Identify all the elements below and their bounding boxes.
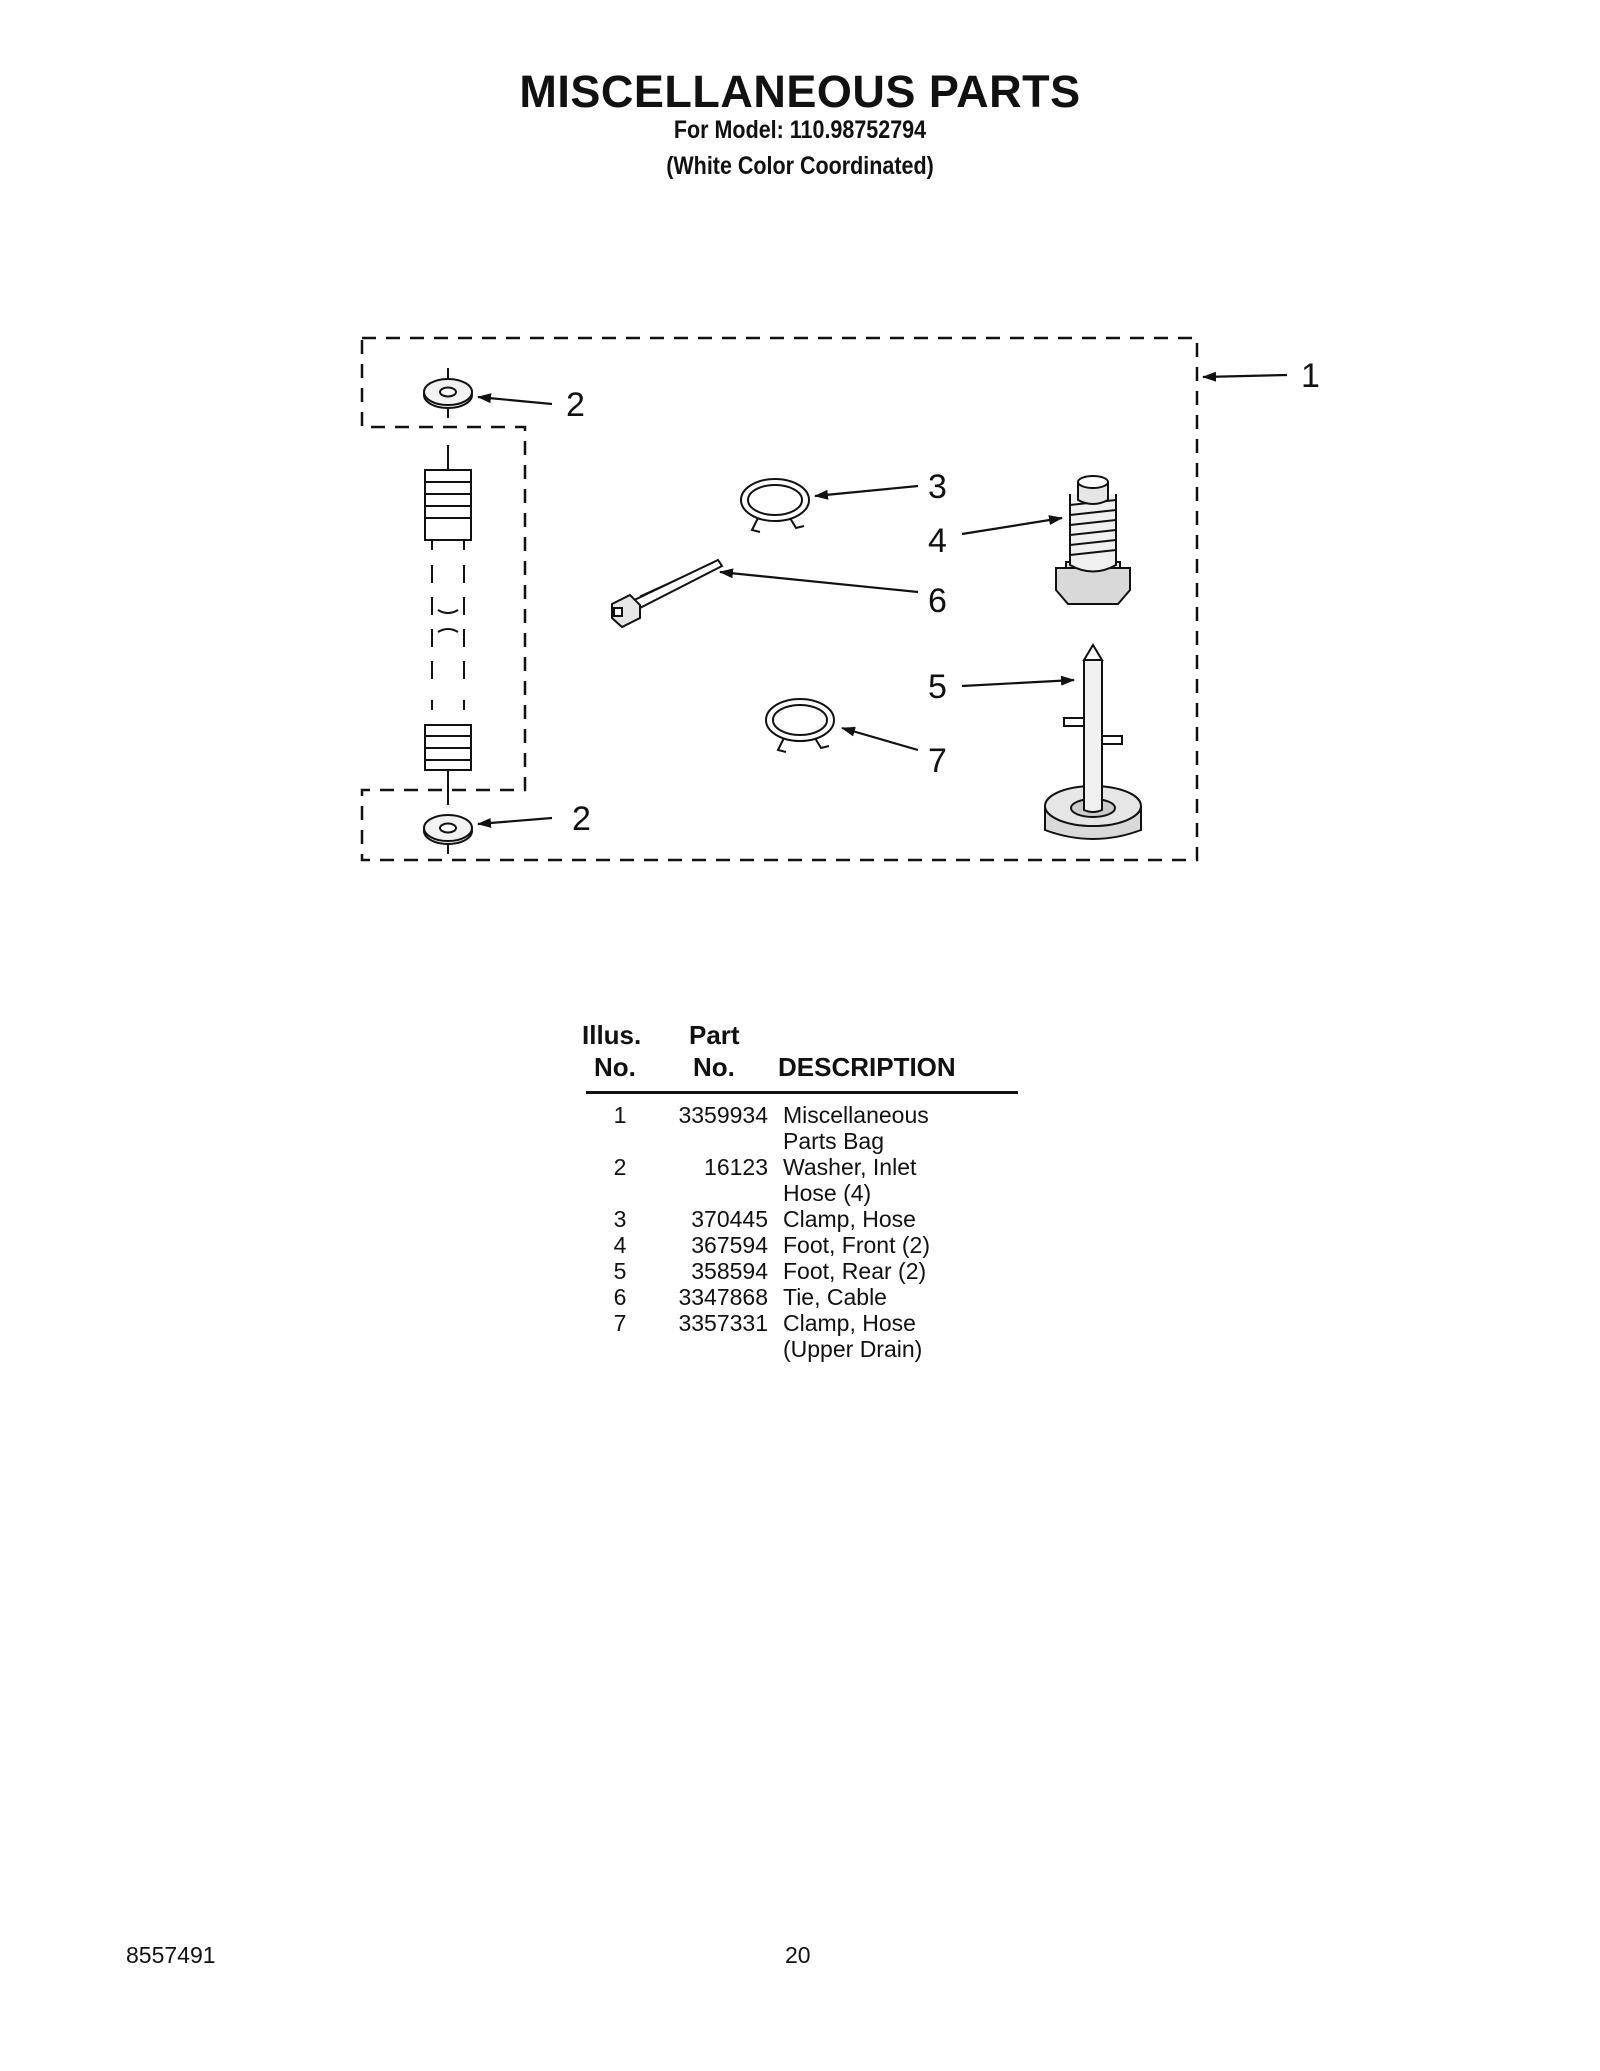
row-7-desc-line2: (Upper Drain) xyxy=(783,1336,923,1362)
washer-top xyxy=(423,368,473,418)
front-foot xyxy=(1055,475,1131,605)
hose-clamp xyxy=(740,478,810,533)
header-rule xyxy=(586,1091,1018,1094)
page-number: 20 xyxy=(785,1942,811,1968)
header-illus-line2: No. xyxy=(594,1052,636,1082)
parts-diagram: 1 2 2 3 4 6 5 7 xyxy=(360,336,1320,862)
leader-lines xyxy=(477,371,1288,828)
row-6-part: 3347868 xyxy=(678,1284,768,1310)
row-1-illus: 1 xyxy=(613,1102,627,1128)
row-7-desc-line1: Clamp, Hose xyxy=(783,1310,916,1336)
header-part-line1: Part xyxy=(689,1020,740,1050)
cable-tie xyxy=(611,558,724,629)
row-3-illus: 3 xyxy=(613,1206,627,1232)
header-illus-line1: Illus. xyxy=(582,1020,642,1050)
header-part-line2: No. xyxy=(693,1052,735,1082)
washer-bottom xyxy=(423,814,473,854)
row-2-part: 16123 xyxy=(704,1154,768,1180)
hose-clamp-upper-drain xyxy=(765,698,835,753)
inlet-hose xyxy=(424,445,472,805)
row-5-desc-line1: Foot, Rear (2) xyxy=(783,1258,927,1284)
row-4-illus: 4 xyxy=(613,1232,627,1258)
row-5-illus: 5 xyxy=(613,1258,627,1284)
row-1-desc-line1: Miscellaneous xyxy=(783,1102,929,1128)
callout-5: 5 xyxy=(928,668,947,706)
color-line: (White Color Coordinated) xyxy=(666,152,934,180)
callout-4: 4 xyxy=(928,522,947,560)
callout-6: 6 xyxy=(928,582,947,620)
row-4-desc-line1: Foot, Front (2) xyxy=(783,1232,930,1258)
callout-3: 3 xyxy=(928,468,947,506)
row-5-part: 358594 xyxy=(691,1258,768,1284)
parts-bag-outline xyxy=(360,336,1199,862)
row-3-part: 370445 xyxy=(691,1206,768,1232)
row-3-desc-line1: Clamp, Hose xyxy=(783,1206,916,1232)
row-1-desc-line2: Parts Bag xyxy=(783,1128,884,1154)
row-6-illus: 6 xyxy=(613,1284,627,1310)
row-1-part: 3359934 xyxy=(678,1102,768,1128)
rear-foot xyxy=(1044,643,1142,840)
row-2-desc-line1: Washer, Inlet xyxy=(783,1154,917,1180)
row-6-desc-line1: Tie, Cable xyxy=(783,1284,887,1310)
header-description: DESCRIPTION xyxy=(778,1052,956,1082)
row-2-desc-line2: Hose (4) xyxy=(783,1180,872,1206)
callout-2-bottom: 2 xyxy=(572,800,591,838)
document-number: 8557491 xyxy=(126,1942,216,1968)
page-title: MISCELLANEOUS PARTS xyxy=(519,66,1081,117)
model-line: For Model: 110.98752794 xyxy=(673,116,927,144)
row-2-illus: 2 xyxy=(613,1154,627,1180)
row-7-part: 3357331 xyxy=(678,1310,768,1336)
callout-2-top: 2 xyxy=(566,386,585,424)
callout-1: 1 xyxy=(1301,357,1320,395)
row-4-part: 367594 xyxy=(691,1232,768,1258)
callout-7: 7 xyxy=(928,742,947,780)
row-7-illus: 7 xyxy=(613,1310,627,1336)
